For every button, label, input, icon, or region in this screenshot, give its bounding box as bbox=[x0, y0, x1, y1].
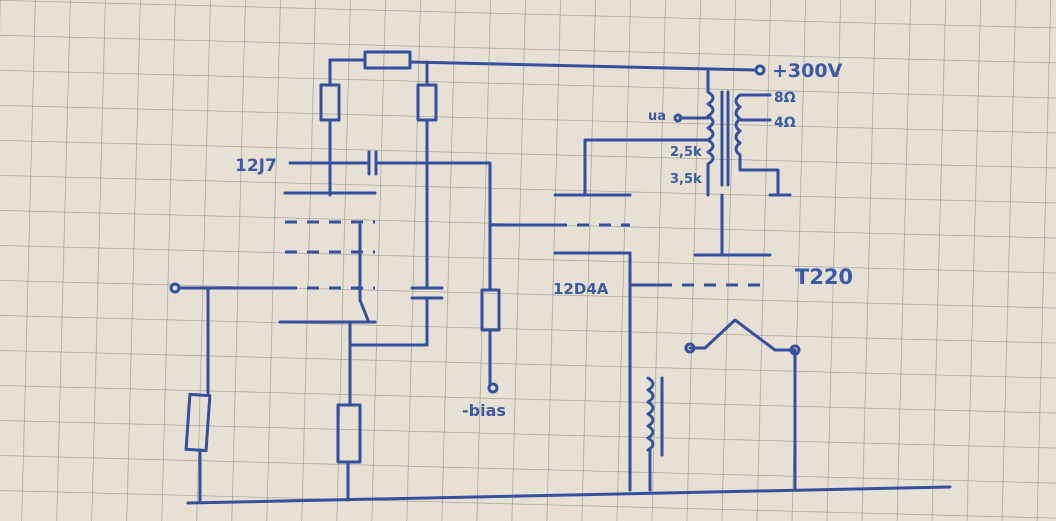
inductor bbox=[646, 376, 664, 492]
tube-t220 bbox=[684, 193, 801, 490]
labels: +300V 8Ω 4Ω ua 2,5k 3,5k 12J7 12D4A T220… bbox=[235, 60, 853, 420]
electrolytic-capacitor bbox=[410, 286, 444, 300]
ground-rail bbox=[186, 485, 952, 505]
output-transformer bbox=[583, 68, 792, 197]
label-ua: ua bbox=[648, 109, 666, 124]
label-tap-4: 4Ω bbox=[774, 115, 796, 131]
resistor-screen bbox=[416, 83, 438, 122]
resistor-plate-1 bbox=[319, 83, 341, 122]
label-bias: -bias bbox=[462, 401, 506, 420]
coupling-capacitor bbox=[367, 150, 378, 176]
label-tube-12d4a: 12D4A bbox=[553, 280, 609, 298]
label-tube-t220: T220 bbox=[795, 265, 853, 289]
wiring bbox=[169, 50, 952, 505]
label-supply: +300V bbox=[772, 60, 843, 82]
bias-terminal bbox=[487, 382, 499, 394]
label-2-5k: 2,5k bbox=[670, 145, 702, 160]
resistor-input bbox=[184, 392, 212, 453]
tube-12d4a bbox=[488, 193, 770, 492]
resistor-grid-leak bbox=[480, 288, 501, 332]
label-tap-8: 8Ω bbox=[774, 90, 796, 106]
label-tube-12j7: 12J7 bbox=[235, 156, 277, 176]
resistor-top bbox=[363, 50, 412, 70]
resistor-cathode bbox=[336, 403, 362, 464]
supply-terminal bbox=[754, 64, 766, 76]
label-3-5k: 3,5k bbox=[670, 172, 702, 187]
tube-12j7 bbox=[278, 191, 377, 324]
